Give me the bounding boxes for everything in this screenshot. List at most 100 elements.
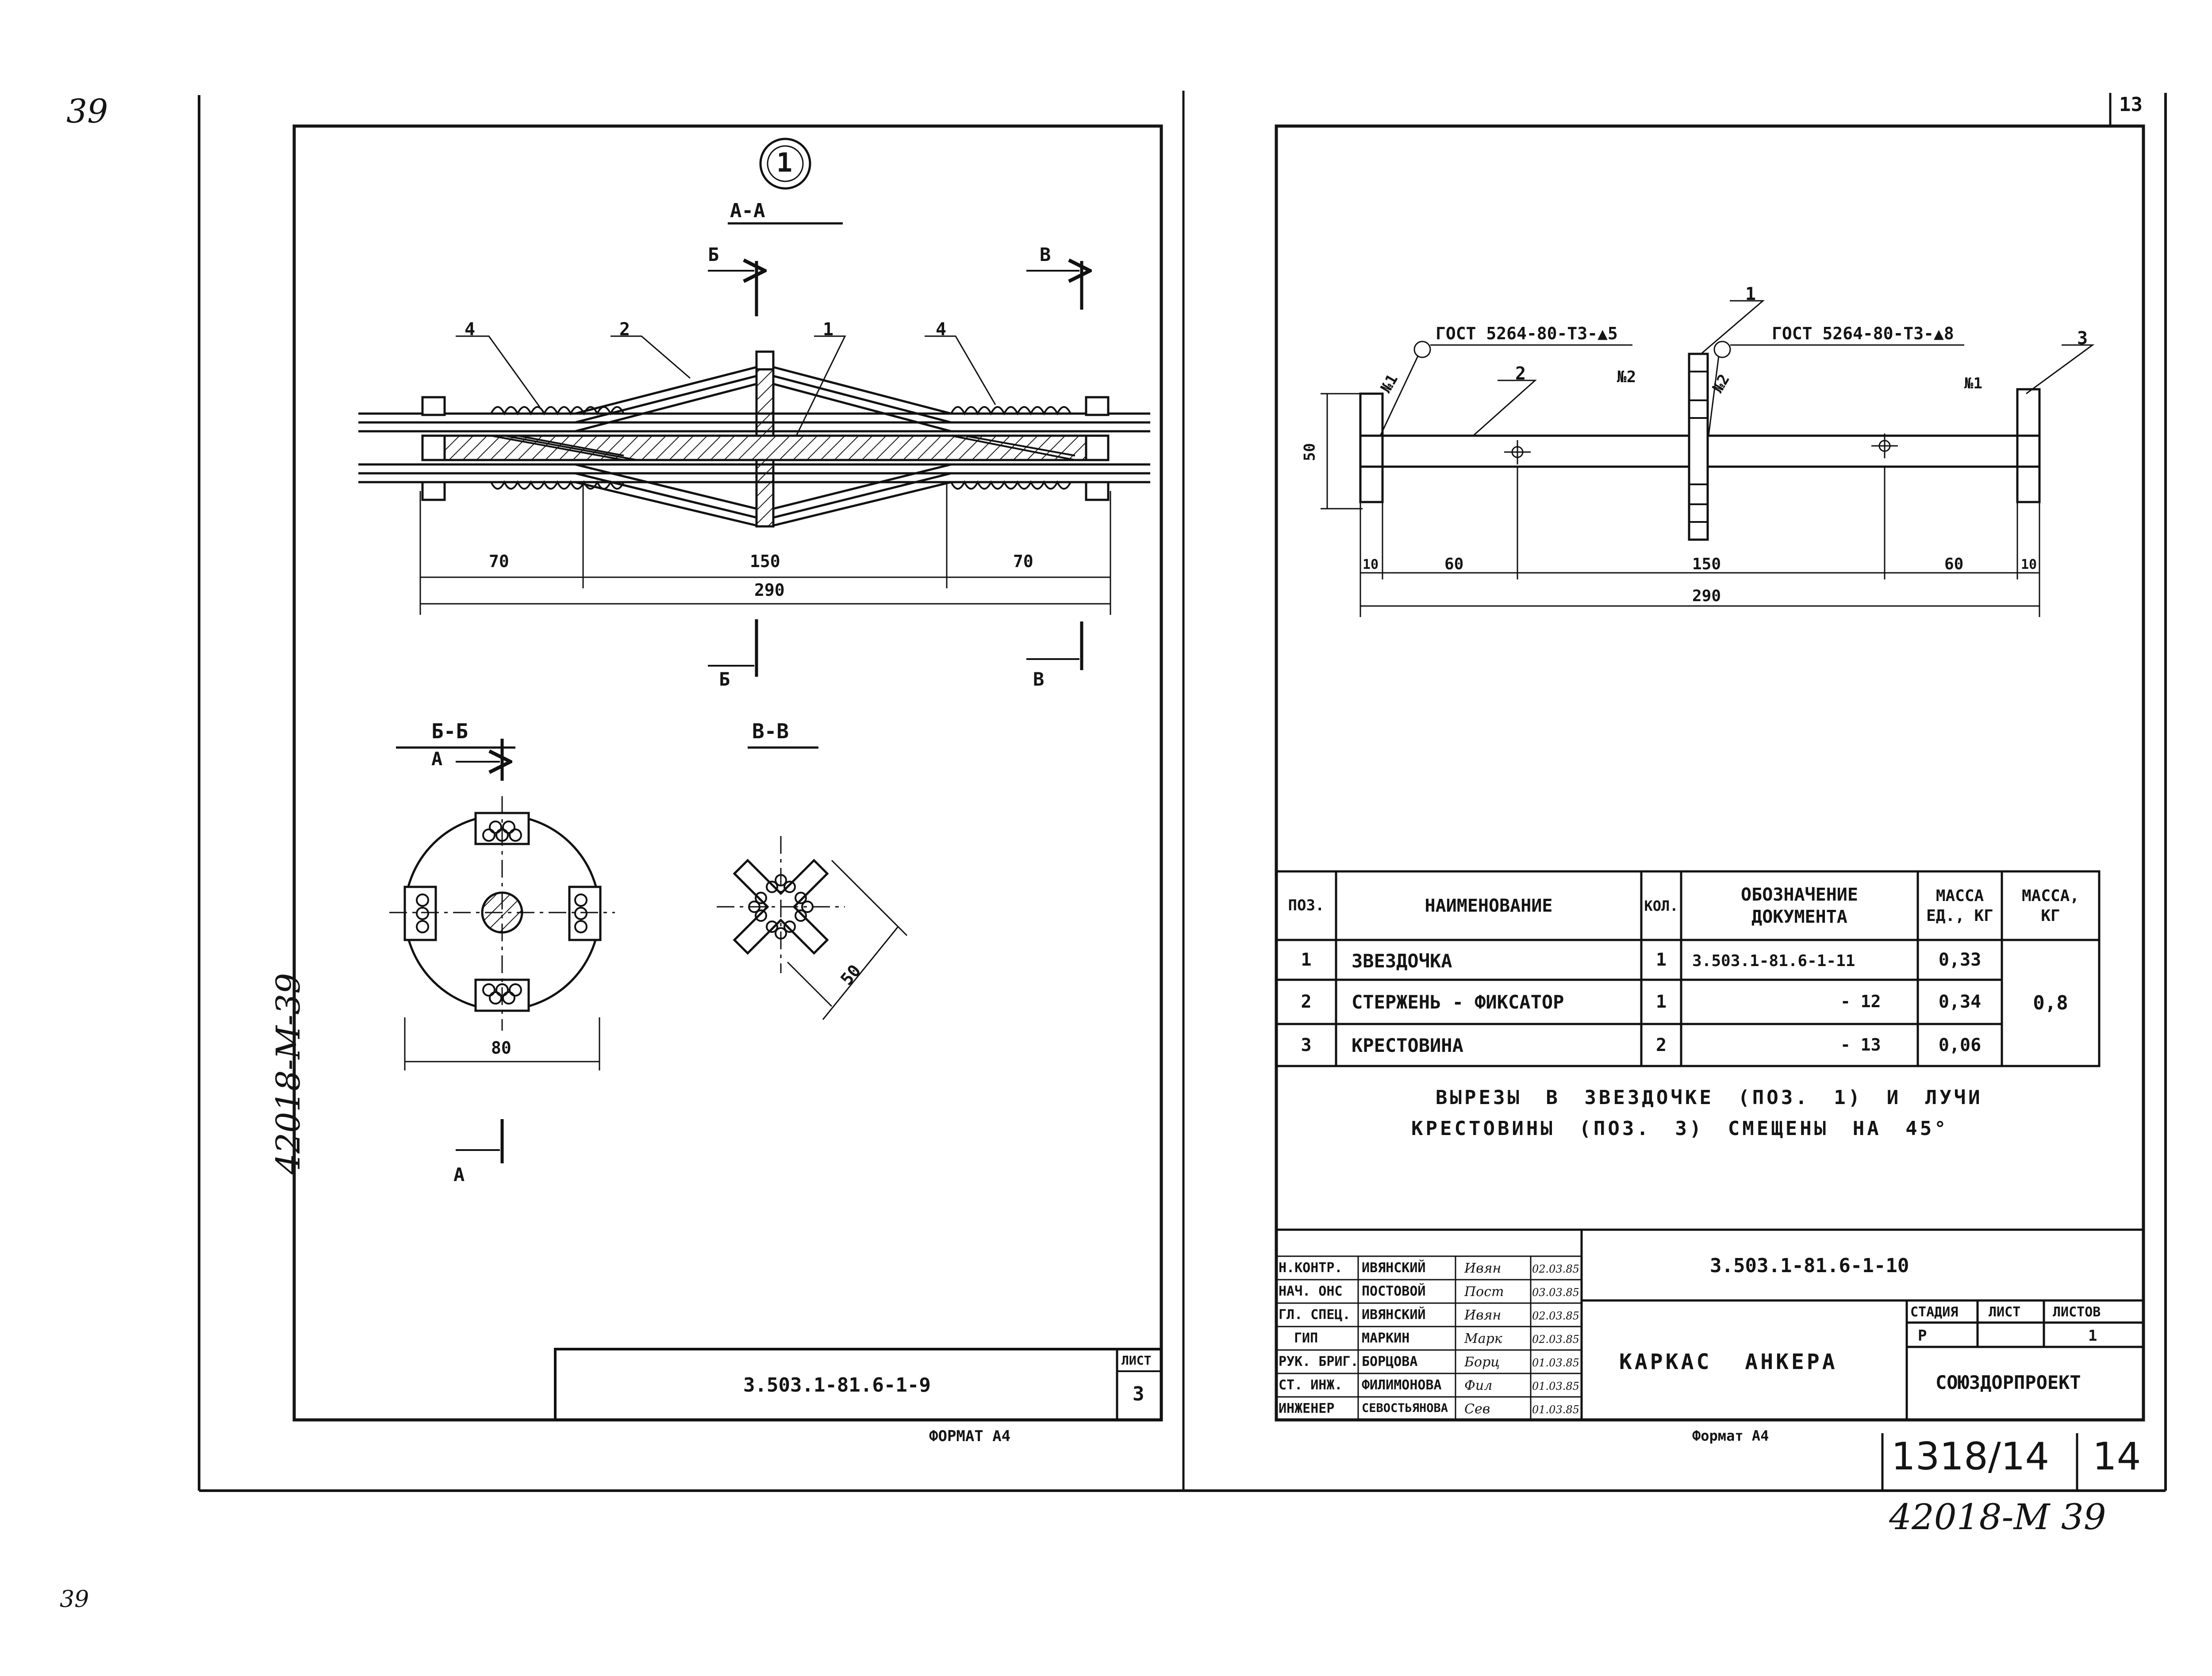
- tb-designation: 3.503.1-81.6-1-10: [1710, 1254, 1909, 1277]
- tb-date-5: 01.03.85: [1532, 1357, 1579, 1369]
- tb-sign-3: Ивян: [1464, 1308, 1502, 1323]
- tb-sign-2: Пост: [1464, 1284, 1504, 1300]
- row2-unit-mass: 0,34: [1938, 992, 1982, 1012]
- tb-date-6: 01.03.85: [1532, 1380, 1579, 1392]
- section-aa-label: А-А: [730, 199, 765, 222]
- row1-pos: 1: [1301, 950, 1312, 970]
- tb-name-6: ФИЛИМОНОВА: [1362, 1377, 1442, 1393]
- margin-note-top-left: 39: [66, 92, 108, 130]
- weld-tag-2-left: №2: [1617, 368, 1636, 386]
- tb-role-6: СТ. ИНЖ.: [1279, 1377, 1343, 1393]
- callout-1: 1: [823, 319, 834, 340]
- tb-organization: СОЮЗДОРПРОЕКТ: [1936, 1372, 2081, 1393]
- archive-sheet: 14: [2093, 1434, 2141, 1479]
- tb-role-4: ГИП: [1294, 1331, 1318, 1346]
- section-vv-label: В-В: [752, 719, 789, 743]
- spec-header-unit-mass: МАССА ЕД., КГ: [1926, 886, 1993, 925]
- dim-total-290-right: 290: [1692, 587, 1721, 605]
- row3-name: КРЕСТОВИНА: [1352, 1035, 1463, 1056]
- cut-markers: [708, 261, 1082, 677]
- tb-name-2: ПОСТОВОЙ: [1362, 1284, 1426, 1299]
- left-stamp-lines: [554, 1348, 1163, 1421]
- tb-role-3: ГЛ. СПЕЦ.: [1279, 1307, 1351, 1323]
- cut-b-top-label: Б: [708, 244, 719, 265]
- dim-height-50: 50: [1301, 443, 1319, 461]
- left-stamp-designation: 3.503.1-81.6-1-9: [743, 1374, 931, 1396]
- row2-pos: 2: [1301, 992, 1312, 1012]
- fixer-rod-drawing: [1321, 300, 2095, 617]
- margin-note-vertical: 42018-М-39: [269, 973, 307, 1174]
- callout-4-left: 4: [465, 319, 476, 340]
- row3-pos: 3: [1301, 1035, 1312, 1055]
- tb-sheets-header: ЛИСТОВ: [2053, 1304, 2101, 1320]
- left-dimensions: [419, 484, 1111, 615]
- tb-name-7: СЕВОСТЬЯНОВА: [1362, 1401, 1448, 1415]
- total-mass: 0,8: [2033, 992, 2068, 1014]
- archive-handwritten: 42018-М 39: [1889, 1496, 2106, 1538]
- cut-b-bottom-label: Б: [719, 668, 730, 690]
- cut-a-bottom-label: А: [453, 1164, 465, 1185]
- weld-tag-1-right: №1: [1964, 375, 1982, 392]
- tb-sign-5: Борц: [1464, 1354, 1500, 1370]
- tb-role-5: РУК. БРИГ.: [1279, 1354, 1359, 1369]
- callout-pos-3: 3: [2077, 328, 2088, 349]
- archive-box: [1881, 1433, 2078, 1491]
- tb-title: КАРКАС АНКЕРА: [1619, 1350, 1838, 1374]
- row2-name: СТЕРЖЕНЬ - ФИКСАТОР: [1352, 991, 1564, 1013]
- detail-number: 1: [776, 147, 793, 178]
- cut-v-bottom-label: В: [1033, 668, 1045, 690]
- note-line-1: ВЫРЕЗЫ В ЗВЕЗДОЧКЕ (ПОЗ. 1) И ЛУЧИ: [1436, 1086, 1983, 1109]
- dim-left-70: 70: [489, 552, 509, 571]
- spec-header-mass: МАССА, КГ: [2021, 886, 2080, 925]
- left-stamp-sheet-label: ЛИСТ: [1121, 1353, 1152, 1368]
- dim-10-right: 10: [2021, 557, 2037, 572]
- detail-circle: [759, 138, 811, 190]
- corner-sheet-no: 13: [2119, 93, 2143, 116]
- tb-name-1: ИВЯНСКИЙ: [1362, 1260, 1426, 1276]
- cut-a-top-label: А: [431, 748, 443, 770]
- spec-header-doc: ОБОЗНАЧЕНИЕ ДОКУМЕНТА: [1741, 884, 1858, 927]
- tb-date-1: 02.03.85: [1532, 1263, 1579, 1275]
- left-stamp-sheet-no: 3: [1133, 1383, 1144, 1405]
- section-bb: [389, 796, 615, 1070]
- spec-header-pos: ПОЗ.: [1288, 897, 1325, 915]
- tb-sheets-value: 1: [2088, 1327, 2097, 1345]
- tb-sign-4: Марк: [1464, 1331, 1502, 1346]
- dim-150: 150: [1692, 555, 1721, 573]
- tb-role-1: Н.КОНТР.: [1279, 1260, 1343, 1276]
- sheet-frames: [198, 91, 2167, 1492]
- callout-4-right: 4: [936, 319, 947, 340]
- tb-name-3: ИВЯНСКИЙ: [1362, 1307, 1426, 1323]
- spec-header-qty: КОЛ.: [1644, 897, 1678, 914]
- tb-date-2: 03.03.85: [1532, 1286, 1579, 1299]
- tb-name-4: МАРКИН: [1362, 1331, 1410, 1346]
- dim-right-70: 70: [1013, 552, 1033, 571]
- tb-role-7: ИНЖЕНЕР: [1279, 1401, 1335, 1416]
- row2-qty: 1: [1655, 992, 1667, 1012]
- row1-qty: 1: [1655, 950, 1667, 970]
- margin-note-bottom-left: 39: [60, 1586, 89, 1613]
- weld-spec-right: ГОСТ 5264-80-Т3-▲8: [1772, 324, 1954, 343]
- spec-header-name: НАИМЕНОВАНИЕ: [1425, 895, 1553, 916]
- section-vv: [717, 836, 908, 1020]
- archive-number: 1318/14: [1891, 1434, 2050, 1479]
- weld-spec-left: ГОСТ 5264-80-Т3-▲5: [1436, 324, 1618, 343]
- section-bb-label: Б-Б: [431, 719, 469, 743]
- callout-pos-1: 1: [1745, 284, 1756, 304]
- callout-pos-2: 2: [1515, 364, 1526, 384]
- right-format-label: Формат А4: [1692, 1427, 1769, 1444]
- callout-2: 2: [619, 319, 630, 340]
- note-line-2: КРЕСТОВИНЫ (ПОЗ. 3) СМЕЩЕНЫ НА 45°: [1411, 1117, 1949, 1140]
- tb-stage-header: СТАДИЯ: [1910, 1304, 1959, 1320]
- tb-date-3: 02.03.85: [1532, 1310, 1579, 1322]
- title-block-grid: [1276, 1228, 2143, 1420]
- dim-60-left: 60: [1444, 555, 1464, 573]
- row3-doc: - 13: [1840, 1035, 1881, 1055]
- tb-stage-value: Р: [1918, 1327, 1927, 1345]
- dim-80: 80: [491, 1038, 511, 1058]
- dim-middle-150: 150: [750, 552, 780, 571]
- dim-60-right: 60: [1944, 555, 1964, 573]
- tb-date-7: 01.03.85: [1532, 1404, 1579, 1416]
- dim-total-290: 290: [754, 580, 785, 600]
- cut-v-top-label: В: [1040, 244, 1051, 265]
